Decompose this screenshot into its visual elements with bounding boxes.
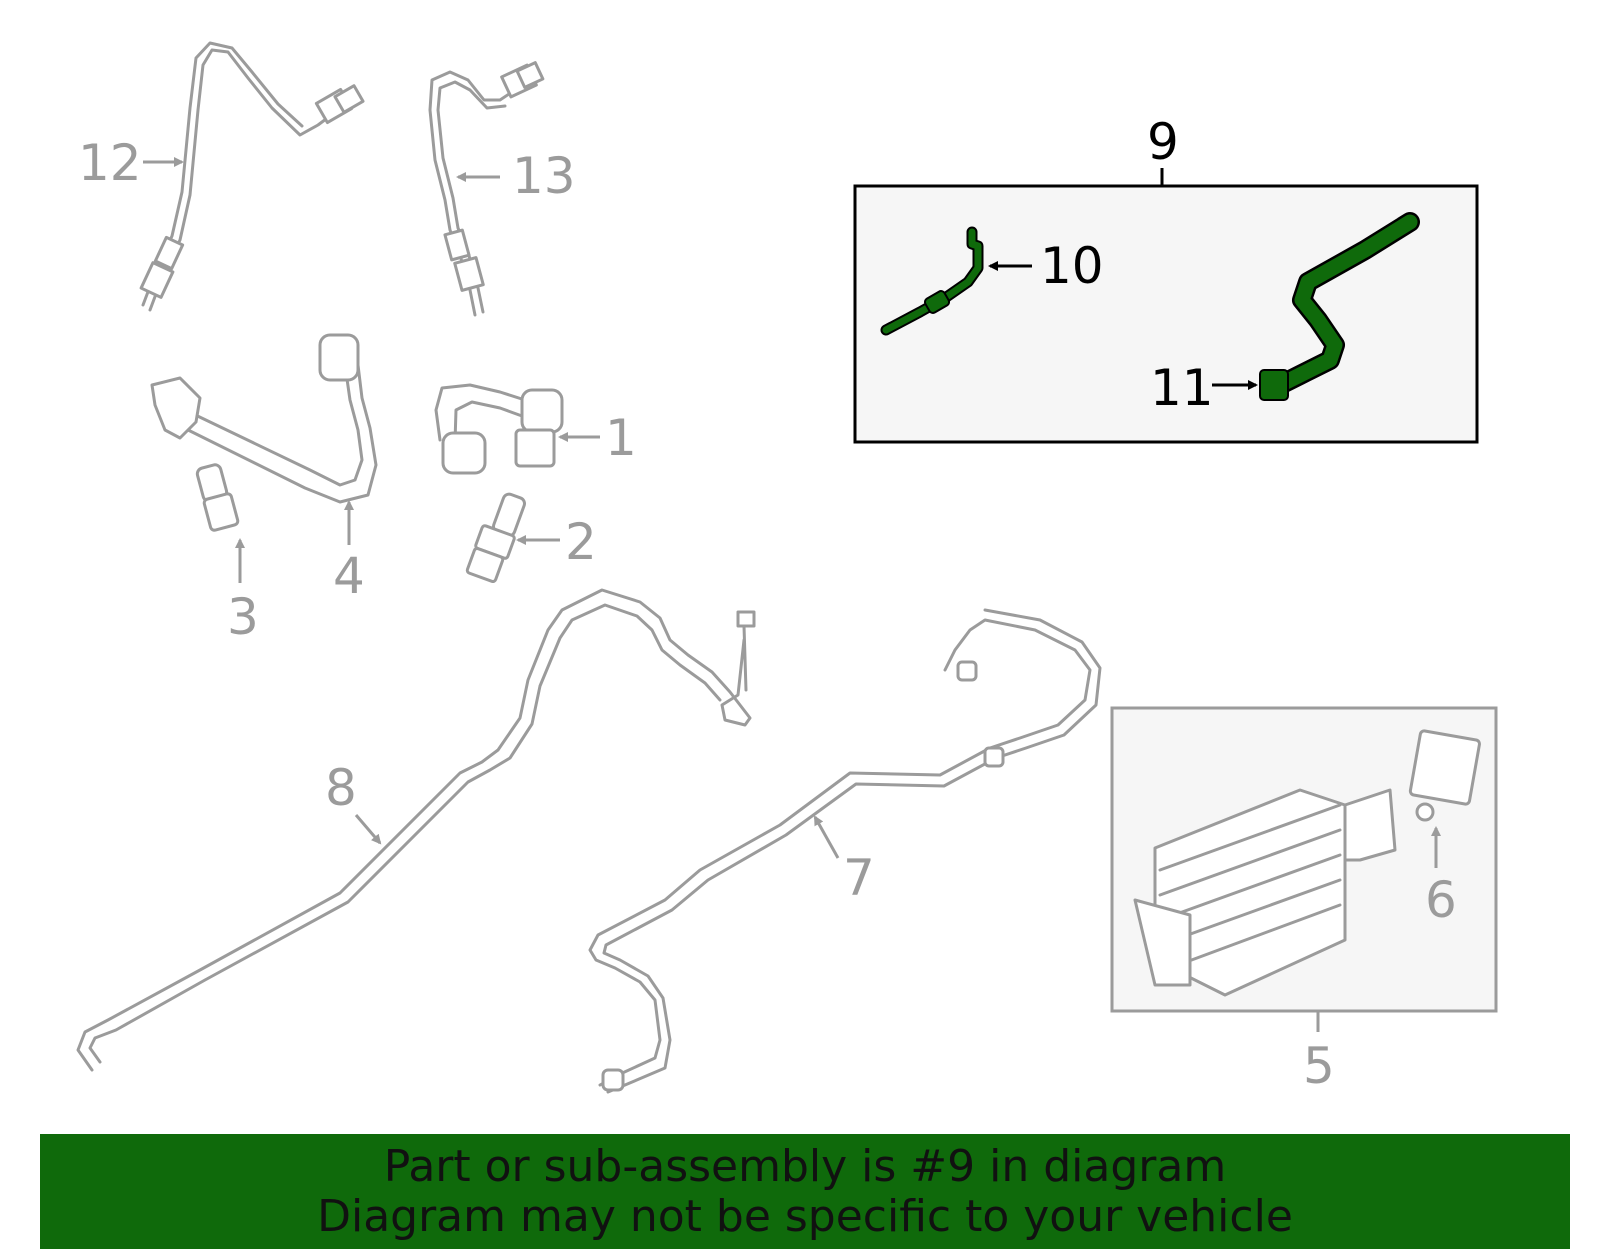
callout-9-label: 9 [1147, 113, 1179, 171]
part-9-assembly-box [853, 168, 1479, 444]
part-4-hose [150, 333, 378, 504]
callout-13-label: 13 [512, 147, 576, 205]
part-11-hose [1259, 212, 1420, 401]
part-5-canister-box [1110, 706, 1498, 1013]
part-10-tube [880, 226, 984, 336]
callout-2: 2 [516, 513, 597, 571]
info-banner: Part or sub-assembly is #9 in diagram Di… [40, 1134, 1570, 1249]
callout-3: 3 [227, 538, 259, 646]
part-1-hose-connector [434, 383, 564, 475]
callout-6: 6 [1425, 826, 1457, 929]
callout-1: 1 [558, 409, 637, 467]
part-3-sensor [195, 463, 240, 532]
callout-12-label: 12 [78, 134, 142, 192]
callout-11: 11 [1150, 359, 1258, 417]
callout-4-label: 4 [333, 547, 365, 605]
callout-2-label: 2 [565, 513, 597, 571]
part-2-sensor [465, 492, 526, 584]
part-8-line [76, 588, 756, 1072]
callout-8: 8 [325, 759, 382, 845]
callout-8-label: 8 [325, 759, 357, 817]
banner-line-1: Part or sub-assembly is #9 in diagram [383, 1141, 1227, 1192]
callout-6-label: 6 [1425, 871, 1457, 929]
callout-1-label: 1 [605, 409, 637, 467]
part-7-line [588, 608, 1102, 1094]
callout-4: 4 [333, 500, 365, 605]
banner-line-2: Diagram may not be specific to your vehi… [317, 1191, 1293, 1242]
callout-7-label: 7 [843, 849, 875, 907]
callout-11-label: 11 [1150, 359, 1214, 417]
callout-5-label: 5 [1303, 1037, 1335, 1095]
callout-5: 5 [1303, 1011, 1335, 1095]
part-13-oxygen-sensor [428, 61, 545, 317]
callout-9: 9 [1147, 113, 1179, 171]
callout-10-label: 10 [1040, 237, 1104, 295]
callout-12: 12 [78, 134, 184, 192]
part-12-oxygen-sensor [139, 41, 365, 312]
callout-10: 10 [988, 237, 1104, 295]
callout-3-label: 3 [227, 588, 259, 646]
callout-7: 7 [813, 815, 875, 907]
callout-13: 13 [456, 147, 576, 205]
